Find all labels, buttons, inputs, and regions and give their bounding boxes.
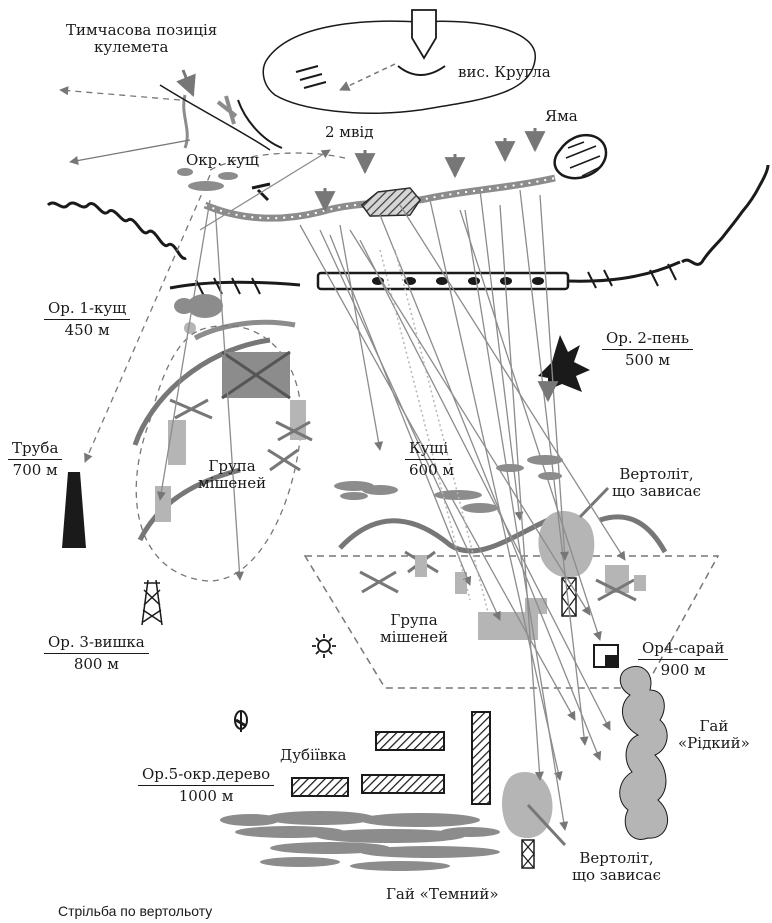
label-targets-left: Група мішеней xyxy=(198,458,266,493)
label-heli-bottom: Вертоліт, що зависає xyxy=(572,850,661,885)
label-or3: Ор. 3-вишка 800 м xyxy=(44,634,149,674)
label-or1: Ор. 1-кущ 450 м xyxy=(44,300,130,340)
tree-stump-icon xyxy=(538,335,590,392)
grove-dark-icon xyxy=(220,811,500,871)
barbed-wire-icon xyxy=(682,165,768,264)
label-bushes: Кущі 600 м xyxy=(405,440,458,480)
label-pit: Яма xyxy=(545,108,578,125)
label-or5: Ор.5-окр.дерево 1000 м xyxy=(138,766,274,806)
shed-icon xyxy=(594,645,618,667)
hillside-icon xyxy=(398,66,445,75)
watch-tower-icon xyxy=(142,580,162,625)
label-village: Дубіївка xyxy=(280,747,346,764)
label-pipe: Труба 700 м xyxy=(8,440,62,480)
diagram-caption: Стрільба по вертольоту xyxy=(58,903,212,919)
label-hill: вис. Кругла xyxy=(458,64,551,81)
label-grove-sparse: Гай «Рідкий» xyxy=(678,718,750,753)
hillside-icon xyxy=(296,66,326,88)
round-tree-icon xyxy=(235,711,247,732)
helicopter-icon xyxy=(538,511,594,578)
label-bush-round: Окр. кущ xyxy=(186,152,259,169)
grove-sparse-icon xyxy=(620,666,668,839)
label-grove-dark: Гай «Темний» xyxy=(386,886,499,903)
observation-arrow-icon xyxy=(412,10,436,58)
label-or4: Ор4-сарай 900 м xyxy=(638,640,728,680)
label-two-bears: 2 мвід xyxy=(325,124,373,141)
label-targets-right: Група мішеней xyxy=(380,612,448,647)
label-or2: Ор. 2-пень 500 м xyxy=(602,330,693,370)
sun-marker-icon xyxy=(312,634,336,658)
barbed-wire-icon xyxy=(48,203,186,259)
label-heli-top: Вертоліт, що зависає xyxy=(612,466,701,501)
label-temp-position: Тимчасова позиція кулемета xyxy=(66,22,217,57)
helicopter-icon xyxy=(502,772,553,838)
chimney-icon xyxy=(62,472,86,548)
